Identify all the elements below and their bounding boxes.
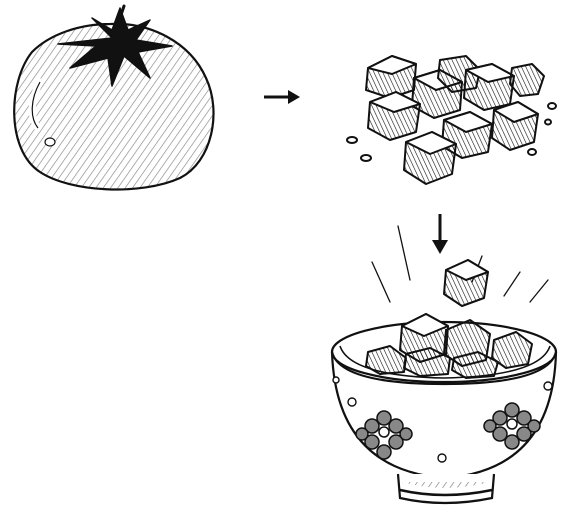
whole-tomato-icon [14, 6, 213, 189]
diced-tomato-icon [347, 56, 556, 184]
arrow-right-icon [264, 90, 300, 104]
falling-cube [444, 260, 488, 306]
bowl-of-diced-tomato-icon [332, 226, 556, 503]
arrow-down-icon [432, 214, 448, 254]
